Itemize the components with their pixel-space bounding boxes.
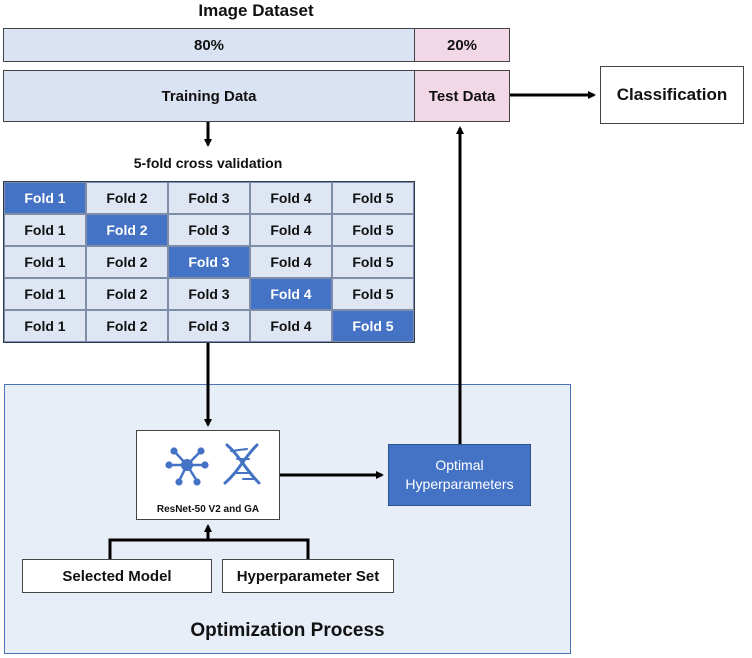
selected-model-box: Selected Model — [22, 559, 212, 593]
fold-cell: Fold 1 — [4, 182, 86, 214]
fold-cell: Fold 4 — [250, 214, 332, 246]
fold-cell: Fold 2 — [86, 214, 168, 246]
fold-cell: Fold 3 — [168, 214, 250, 246]
test-data-box: Test Data — [414, 70, 510, 122]
cv-label: 5-fold cross validation — [133, 155, 283, 171]
training-data-box: Training Data — [3, 70, 415, 122]
fold-cell: Fold 3 — [168, 310, 250, 342]
fold-cell: Fold 1 — [4, 246, 86, 278]
fold-cell: Fold 1 — [4, 278, 86, 310]
fold-cell: Fold 2 — [86, 310, 168, 342]
fold-cell: Fold 3 — [168, 278, 250, 310]
fold-cell: Fold 3 — [168, 182, 250, 214]
hyperparameter-set-box: Hyperparameter Set — [222, 559, 394, 593]
dna-icon — [223, 443, 261, 485]
dataset-title: Image Dataset — [198, 1, 314, 20]
optimal-line2: Hyperparameters — [405, 476, 514, 492]
connector-inputs — [108, 538, 310, 559]
fold-cell: Fold 5 — [332, 310, 414, 342]
fold-cell: Fold 3 — [168, 246, 250, 278]
classification-box: Classification — [600, 66, 744, 124]
fold-cell: Fold 5 — [332, 182, 414, 214]
optimization-title: Optimization Process — [190, 620, 385, 641]
fold-cell: Fold 1 — [4, 310, 86, 342]
model-label: ResNet-50 V2 and GA — [156, 503, 260, 515]
fold-cell: Fold 5 — [332, 214, 414, 246]
fold-cell: Fold 1 — [4, 214, 86, 246]
optimal-hyperparameters-box: Optimal Hyperparameters — [388, 444, 531, 506]
fold-cell: Fold 5 — [332, 246, 414, 278]
fold-cell: Fold 4 — [250, 278, 332, 310]
fold-cell: Fold 2 — [86, 246, 168, 278]
optimization-panel — [4, 384, 571, 654]
test-split-bar: 20% — [414, 28, 510, 62]
fold-cell: Fold 2 — [86, 182, 168, 214]
fold-cell: Fold 4 — [250, 182, 332, 214]
model-box — [136, 430, 280, 520]
fold-grid: Fold 1 Fold 2 Fold 3 Fold 4 Fold 5 Fold … — [3, 181, 415, 343]
fold-cell: Fold 4 — [250, 310, 332, 342]
fold-cell: Fold 2 — [86, 278, 168, 310]
optimal-line1: Optimal — [435, 457, 484, 473]
fold-cell: Fold 4 — [250, 246, 332, 278]
fold-cell: Fold 5 — [332, 278, 414, 310]
network-icon — [165, 447, 209, 486]
